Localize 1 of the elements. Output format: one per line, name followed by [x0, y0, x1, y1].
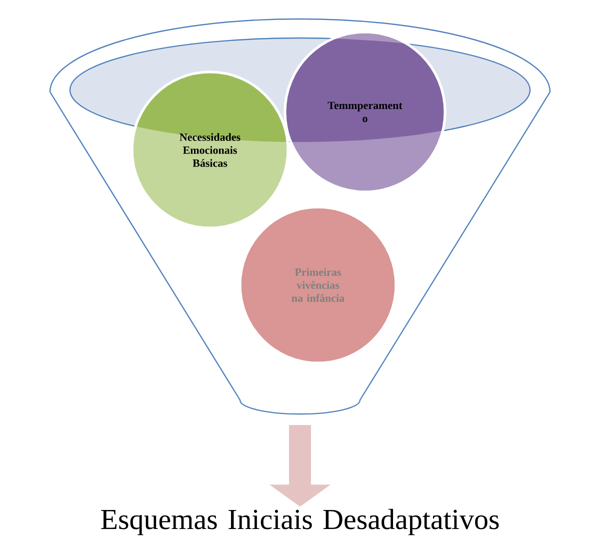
- caption-text: Esquemas Iniciais Desadaptativos: [101, 508, 499, 536]
